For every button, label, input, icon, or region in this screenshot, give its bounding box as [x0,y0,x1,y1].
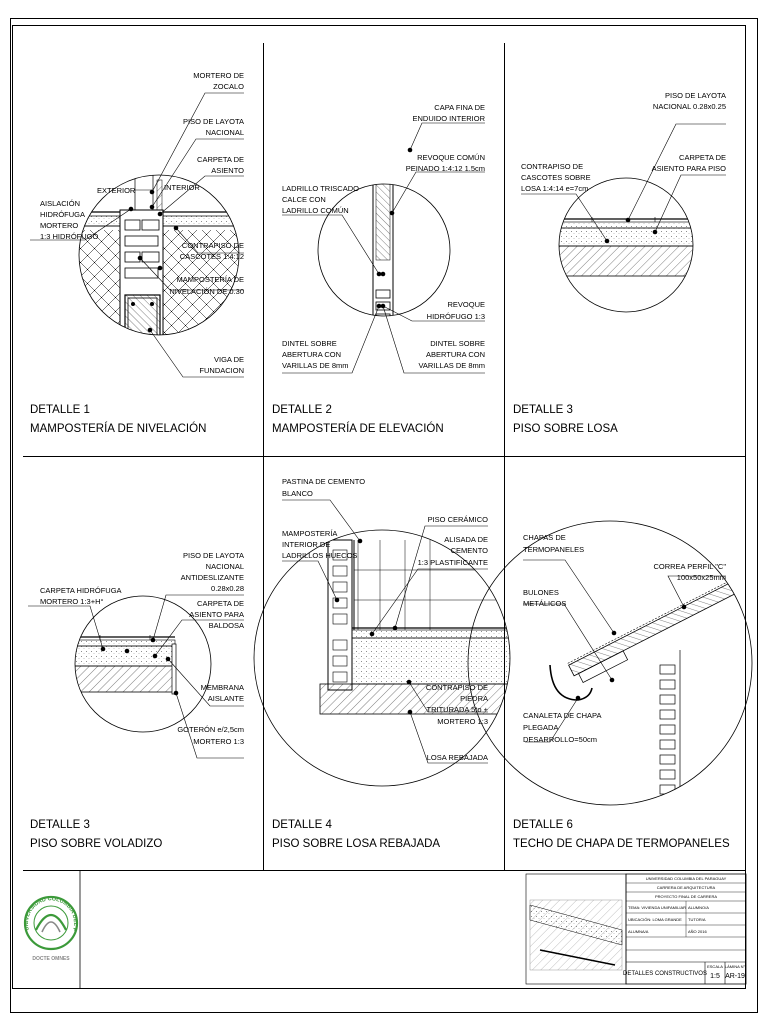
detail-name: PISO SOBRE VOLADIZO [30,838,163,850]
detail-4-title: DETALLE 3 PISO SOBRE VOLADIZO [30,816,162,854]
label-piso-ceramico: PISO CERÁMICO [428,515,489,524]
tb-scale: 1:5 [710,973,720,980]
tb-field: TUTOR/A [688,917,706,922]
detail-number: DETALLE 6 [513,819,573,831]
drawing-sheet [10,18,758,1013]
detail-name: MAMPOSTERÍA DE ELEVACIÓN [272,423,444,435]
detail-1-title: DETALLE 1 MAMPOSTERÍA DE NIVELACIÓN [30,401,206,439]
tb-scale-label: ESCALA [707,964,723,969]
detail-number: DETALLE 3 [513,404,573,416]
tb-project: PROYECTO FINAL DE CARRERA [655,894,717,899]
seal-ring-text: UNIVERSIDAD COLUMBIA DEL PARAGUAY [0,0,78,932]
tb-university: UNIVERSIDAD COLUMBIA DEL PARAGUAY [646,876,727,881]
detail-2-title: DETALLE 2 MAMPOSTERÍA DE ELEVACIÓN [272,401,444,439]
university-seal: UNIVERSIDAD COLUMBIA DEL PARAGUAY DOCTE … [0,0,81,988]
label-losa-rebajada: LOSA REBAJADA [427,753,488,762]
seal-motto: DOCTE OMNES [32,956,70,962]
detail-3-title: DETALLE 3 PISO SOBRE LOSA [513,401,618,439]
detail-6-title: DETALLE 6 TECHO DE CHAPA DE TERMOPANELES [513,816,730,854]
tb-sheet-number: AR-19 [725,973,745,980]
tb-field: ALUMNO/A [688,905,709,910]
grid-divider [23,870,745,871]
tb-sheet-title: DETALLES CONSTRUCTIVOS [623,971,707,977]
detail-5-title: DETALLE 4 PISO SOBRE LOSA REBAJADA [272,816,440,854]
title-block: UNIVERSIDAD COLUMBIA DEL PARAGUAY CARRER… [525,873,747,985]
label-interior: INTERIOR [164,183,200,192]
tb-sheet-label: LÁMINA N° [725,964,746,969]
detail-name: MAMPOSTERÍA DE NIVELACIÓN [30,423,207,435]
tb-field: ALUMNA/A [628,929,649,934]
tb-field: AÑO 2016 [688,929,707,934]
tb-career: CARRERA DE ARQUITECTURA [657,885,716,890]
drawing-frame [12,25,746,989]
detail-number: DETALLE 1 [30,404,90,416]
detail-number: DETALLE 2 [272,404,332,416]
label-correa: CORREA PERFIL "C"100x50x25mm [653,562,726,582]
detail-number: DETALLE 3 [30,819,90,831]
label-exterior: EXTERIOR [97,186,136,195]
title-block-thumbnail [529,899,623,971]
detail-number: DETALLE 4 [272,819,332,831]
detail-name: TECHO DE CHAPA DE TERMOPANELES [513,838,730,850]
detail-name: PISO SOBRE LOSA REBAJADA [272,838,441,850]
grid-divider [23,456,745,457]
tb-field: TEMA: VIVIENDA UNIFAMILIAR [628,905,686,910]
tb-field: UBICACIÓN: LOMA GRANDE [628,917,682,922]
detail-name: PISO SOBRE LOSA [513,423,618,435]
